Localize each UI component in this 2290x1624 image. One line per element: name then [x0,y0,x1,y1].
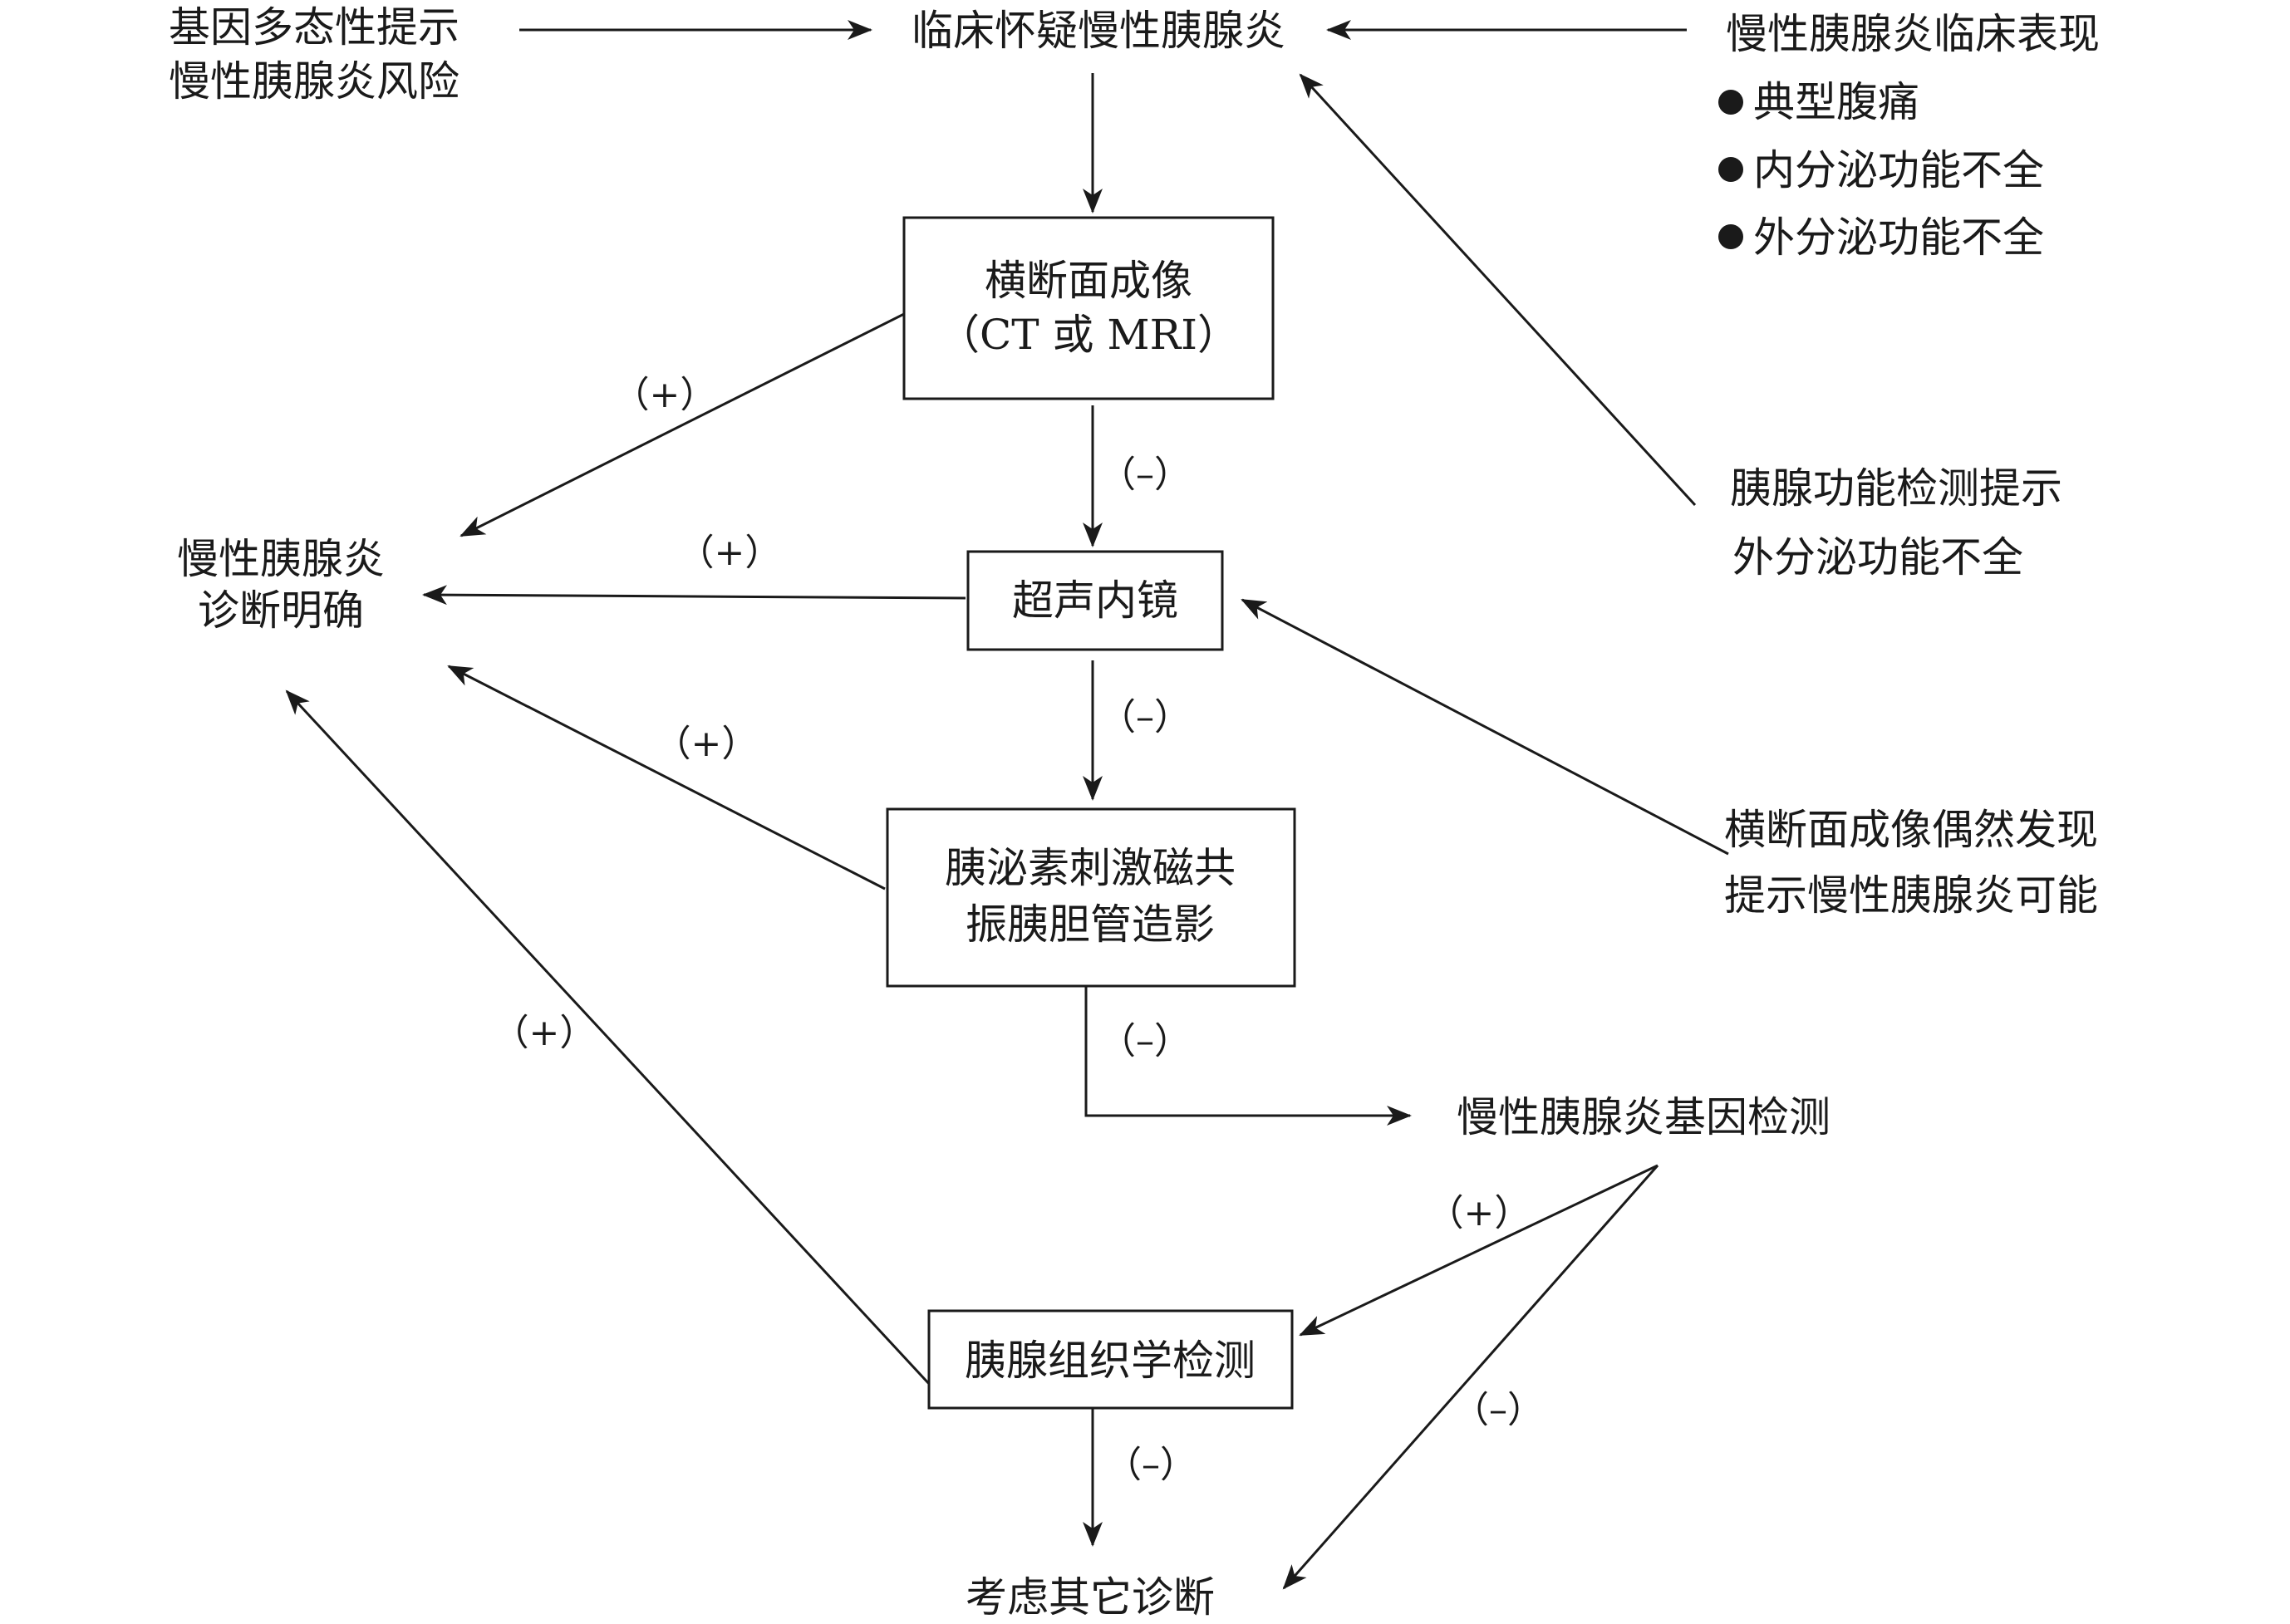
other-diagnosis-label: 考虑其它诊断 [966,1573,1215,1622]
function-test-line-2: 外分泌功能不全 [1732,533,2023,581]
function-test-line-1: 胰腺功能检测提示 [1730,464,2062,513]
s-mrcp-line-2: 振胰胆管造影 [966,900,1215,949]
diagnosed-line-2: 诊断明确 [198,586,364,635]
manifestation-item-2: 内分泌功能不全 [1753,146,2044,194]
eus-label: 超声内镜 [1012,576,1178,625]
label-smrcp-positive: （+） [655,723,759,765]
edge-function-test-to-suspected [1299,73,1697,507]
gene-polymorphism-line-2: 慢性胰腺炎风险 [169,57,459,105]
imaging-line-1: 横断面成像 [985,257,1192,305]
label-eus-positive: （+） [678,532,782,574]
suspected-chronic-pancreatitis: 临床怀疑慢性胰腺炎 [912,7,1285,55]
edge-genetic-to-histology [1299,1164,1659,1337]
label-histology-negative: （–） [1105,1444,1197,1486]
box-eus [966,550,1224,651]
label-histology-positive: （+） [493,1012,597,1054]
edge-eus-to-diagnosed [422,585,966,606]
edge-histology-to-diagnosed [285,689,932,1387]
edge-genetic-to-other [1282,1165,1659,1590]
label-genetic-negative: （–） [1452,1389,1544,1431]
edge-smrcp-to-diagnosed [447,665,886,891]
boxes [886,216,1296,1410]
bullet-dot-2 [1718,157,1743,182]
label-smrcp-negative: （–） [1099,1020,1191,1062]
label-imaging-positive: （+） [613,374,717,416]
label-genetic-positive: （+） [1428,1192,1531,1234]
edge-imaging-to-diagnosed [459,312,905,537]
manifestation-item-1: 典型腹痛 [1753,78,1919,126]
label-eus-negative: （–） [1099,696,1191,738]
imaging-line-2: （CT 或 MRI） [938,311,1239,359]
clinical-manifestations-title: 慢性胰腺炎临床表现 [1726,10,2100,58]
box-histology [927,1309,1294,1410]
box-cross-sectional-imaging [902,216,1275,400]
bullet-dot-1 [1718,90,1743,115]
gene-polymorphism-line-1: 基因多态性提示 [169,3,459,52]
genetic-test-label: 慢性胰腺炎基因检测 [1457,1093,1831,1141]
bullet-dot-3 [1718,224,1743,249]
diagnosed-line-1: 慢性胰腺炎 [177,535,385,583]
label-imaging-negative: （–） [1099,454,1191,496]
edge-incidental-to-eus [1241,598,1729,856]
histology-label: 胰腺组织学检测 [965,1337,1256,1385]
box-s-mrcp [886,807,1296,988]
incidental-line-2: 提示慢性胰腺炎可能 [1724,871,2098,920]
node-texts: 基因多态性提示 慢性胰腺炎风险 临床怀疑慢性胰腺炎 慢性胰腺炎临床表现 典型腹痛… [169,3,2100,1622]
incidental-line-1: 横断面成像偶然发现 [1724,806,2098,854]
manifestation-item-3: 外分泌功能不全 [1753,213,2044,262]
edge-labels: （+） （–） （+） （–） （+） （–） （+） （+） （–） （–） [493,374,1544,1486]
edges [285,20,1729,1590]
edge-smrcp-to-genetic [1084,986,1412,1126]
s-mrcp-line-1: 胰泌素刺激磁共 [945,844,1236,892]
